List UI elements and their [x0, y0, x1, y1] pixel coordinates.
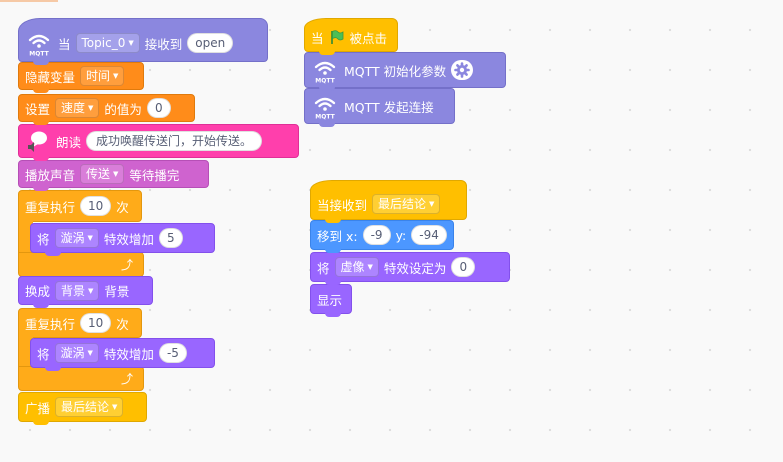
- speak-label: 朗读: [56, 134, 82, 150]
- repeat-label: 重复执行: [25, 316, 76, 332]
- y-input[interactable]: -94: [411, 225, 447, 245]
- loop-arrow-icon: ⤴: [120, 258, 133, 272]
- times-label: 次: [116, 316, 129, 332]
- dropdown-caret-icon: ▼: [88, 104, 94, 112]
- gear-icon[interactable]: [451, 60, 474, 80]
- go-to-xy-block[interactable]: 移到 x: -9 y: -94: [310, 220, 454, 253]
- mqtt-init-params-block[interactable]: MQTT MQTT 初始化参数: [304, 52, 506, 91]
- effect-label: 将: [317, 260, 330, 276]
- dropdown-caret-icon: ▼: [87, 349, 93, 357]
- broadcast-message-dropdown[interactable]: 最后结论▼: [55, 397, 124, 417]
- when-topic-received-hat[interactable]: MQTT 当 Topic_0▼ 接收到 open: [18, 18, 268, 65]
- svg-text:MQTT: MQTT: [315, 114, 335, 121]
- play-sound-block[interactable]: 播放声音 传送▼ 等待播完: [18, 160, 209, 191]
- change-effect-block-2[interactable]: 将 漩涡▼ 特效增加 -5: [30, 338, 215, 371]
- svg-text:MQTT: MQTT: [29, 51, 49, 58]
- speech-bubble-icon: [25, 128, 51, 154]
- change-by-label: 特效增加: [103, 231, 154, 247]
- show-label: 显示: [317, 292, 343, 308]
- times-label: 次: [116, 199, 129, 215]
- mqtt-wifi-icon: MQTT: [25, 29, 53, 57]
- set-to-label: 特效设定为: [383, 260, 447, 276]
- effect-dropdown[interactable]: 虚像▼: [334, 257, 379, 277]
- play-sound-label: 播放声音: [25, 167, 76, 183]
- dropdown-caret-icon: ▼: [128, 39, 134, 47]
- hide-variable-label: 隐藏变量: [25, 69, 76, 85]
- repeat-arm: [18, 218, 33, 258]
- backdrop-dropdown[interactable]: 背景▼: [55, 280, 100, 301]
- backdrop-label: 背景: [104, 284, 130, 299]
- speak-text-block[interactable]: 朗读 成功唤醒传送门，开始传送。: [18, 124, 299, 161]
- dropdown-caret-icon: ▼: [112, 403, 118, 411]
- mqtt-init-label: MQTT 初始化参数: [344, 63, 447, 79]
- set-variable-block[interactable]: 设置 速度▼ 的值为 0: [18, 94, 195, 125]
- broadcast-label: 广播: [25, 400, 51, 416]
- y-label: y:: [395, 227, 407, 243]
- repeat-label: 重复执行: [25, 199, 76, 215]
- mqtt-connect-block[interactable]: MQTT MQTT 发起连接: [304, 88, 455, 127]
- dropdown-caret-icon: ▼: [429, 200, 435, 208]
- repeat-footer[interactable]: ⤴: [18, 252, 144, 277]
- repeat-count-input[interactable]: 10: [80, 196, 112, 216]
- dropdown-caret-icon: ▼: [113, 170, 119, 178]
- top-accent-line: [0, 0, 58, 2]
- flag-script[interactable]: 当 被点击 MQTT MQTT 初始化参数: [304, 10, 514, 130]
- mqtt-connect-label: MQTT 发起连接: [344, 99, 434, 115]
- set-label: 设置: [25, 101, 51, 117]
- speak-text-input[interactable]: 成功唤醒传送门，开始传送。: [86, 131, 263, 151]
- when-received-hat[interactable]: 当接收到 最后结论▼: [310, 180, 467, 223]
- repeat-count-input[interactable]: 10: [80, 313, 112, 333]
- broadcast-message-dropdown[interactable]: 最后结论▼: [372, 194, 441, 214]
- repeat-header[interactable]: 重复执行 10 次: [18, 190, 142, 222]
- clicked-label: 被点击: [349, 30, 388, 46]
- topic-dropdown[interactable]: Topic_0▼: [75, 33, 140, 53]
- switch-to-label: 换成: [25, 284, 51, 299]
- mqtt-wifi-icon: MQTT: [311, 56, 339, 84]
- effect-value-input[interactable]: -5: [158, 343, 187, 363]
- svg-text:MQTT: MQTT: [315, 78, 335, 85]
- dropdown-caret-icon: ▼: [87, 234, 93, 242]
- when-received-label: 当接收到: [317, 197, 368, 213]
- when-label: 当: [58, 36, 71, 52]
- change-by-label: 特效增加: [103, 346, 154, 362]
- when-label: 当: [311, 30, 324, 46]
- value-of-label: 的值为: [104, 101, 142, 117]
- mqtt-message-script[interactable]: MQTT 当 Topic_0▼ 接收到 open 隐藏变量 时间▼ 设置 速度▼…: [18, 18, 299, 428]
- dropdown-caret-icon: ▼: [113, 72, 119, 80]
- effect-label: 将: [37, 346, 50, 362]
- message-input[interactable]: open: [187, 33, 234, 53]
- set-effect-block[interactable]: 将 虚像▼ 特效设定为 0: [310, 252, 510, 285]
- x-input[interactable]: -9: [362, 225, 391, 245]
- effect-dropdown[interactable]: 漩涡▼: [54, 228, 99, 248]
- hide-variable-block[interactable]: 隐藏变量 时间▼: [18, 62, 144, 93]
- repeat-header[interactable]: 重复执行 10 次: [18, 308, 142, 338]
- repeat-arm: [18, 334, 33, 374]
- broadcast-receive-script[interactable]: 当接收到 最后结论▼ 移到 x: -9 y: -94 将 虚像▼ 特效设定为 0…: [310, 180, 520, 320]
- variable-dropdown[interactable]: 速度▼: [55, 98, 100, 118]
- mqtt-wifi-icon: MQTT: [311, 92, 339, 120]
- show-block[interactable]: 显示: [310, 284, 352, 317]
- dropdown-caret-icon: ▼: [88, 286, 94, 295]
- green-flag-icon: [329, 29, 345, 45]
- dropdown-caret-icon: ▼: [367, 263, 373, 271]
- loop-arrow-icon: ⤴: [120, 372, 133, 386]
- effect-value-input[interactable]: 5: [158, 228, 183, 248]
- received-label: 接收到: [144, 36, 183, 52]
- change-effect-block-1[interactable]: 将 漩涡▼ 特效增加 5: [30, 223, 215, 256]
- repeat-footer[interactable]: ⤴: [18, 366, 144, 391]
- broadcast-block[interactable]: 广播 最后结论▼: [18, 392, 147, 425]
- when-flag-clicked-hat[interactable]: 当 被点击: [304, 18, 398, 55]
- variable-dropdown[interactable]: 时间▼: [80, 66, 125, 86]
- effect-dropdown[interactable]: 漩涡▼: [54, 343, 99, 363]
- wait-until-done-label: 等待播完: [129, 167, 180, 183]
- effect-value-input[interactable]: 0: [451, 257, 476, 277]
- switch-backdrop-block[interactable]: 换成 背景▼ 背景: [18, 276, 153, 308]
- value-input[interactable]: 0: [146, 98, 171, 118]
- effect-label: 将: [37, 231, 50, 247]
- go-to-x-label: 移到 x:: [317, 228, 358, 244]
- sound-dropdown[interactable]: 传送▼: [80, 164, 125, 184]
